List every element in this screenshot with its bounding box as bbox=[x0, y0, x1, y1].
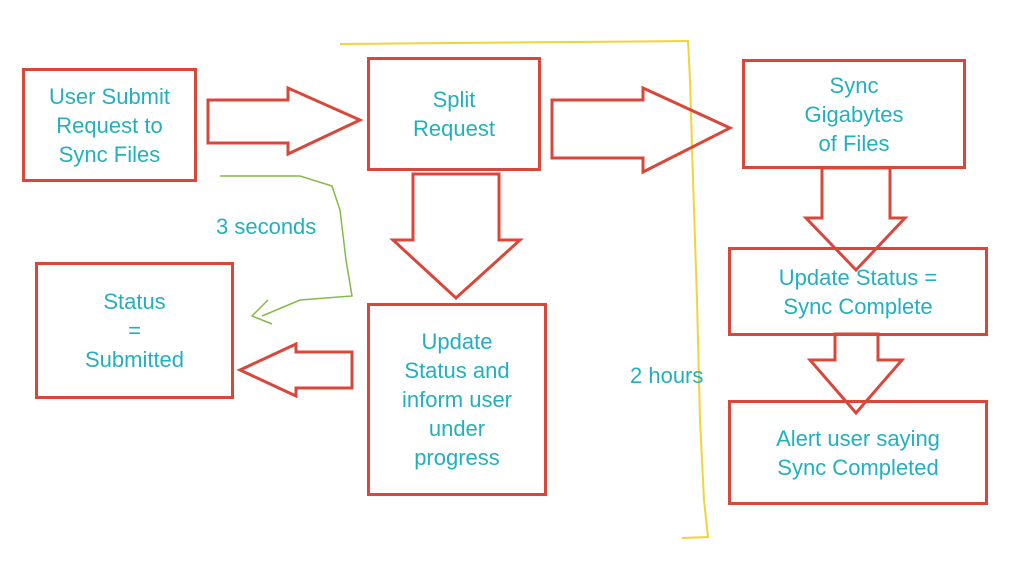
arrow-split-to-sync bbox=[550, 85, 734, 175]
arrow-complete-to-alert bbox=[806, 332, 906, 416]
three-seconds-connector bbox=[220, 175, 353, 317]
node-sync-complete-label: Update Status = Sync Complete bbox=[778, 264, 938, 319]
three-seconds-label: 3 seconds bbox=[216, 214, 317, 239]
node-alert-user: Alert user saying Sync Completed bbox=[728, 400, 988, 505]
arrow-inform-to-submitted bbox=[236, 341, 354, 399]
arrow-sync-to-complete bbox=[802, 166, 909, 273]
node-split-request-label: Split Request bbox=[413, 87, 495, 141]
two-hours-label: 2 hours bbox=[630, 363, 704, 388]
node-status-submitted-label: Status = Submitted bbox=[84, 289, 185, 372]
node-sync-complete: Update Status = Sync Complete bbox=[728, 247, 988, 336]
node-inform-user: Update Status and inform user under prog… bbox=[367, 303, 547, 496]
two-hours-timeline bbox=[339, 39, 710, 539]
node-split-request: Split Request bbox=[367, 57, 541, 171]
node-inform-user-label: Update Status and inform user under prog… bbox=[401, 329, 513, 470]
node-user-submit: User Submit Request to Sync Files bbox=[22, 68, 197, 182]
arrow-submit-to-split bbox=[206, 85, 364, 157]
node-user-submit-label: User Submit Request to Sync Files bbox=[48, 83, 171, 167]
three-seconds-arrowhead bbox=[250, 299, 273, 325]
node-sync-files: Sync Gigabytes of Files bbox=[742, 59, 966, 169]
node-alert-user-label: Alert user saying Sync Completed bbox=[776, 425, 940, 480]
node-sync-files-label: Sync Gigabytes of Files bbox=[804, 72, 904, 156]
node-status-submitted: Status = Submitted bbox=[35, 262, 234, 399]
arrow-split-to-inform bbox=[389, 172, 524, 301]
